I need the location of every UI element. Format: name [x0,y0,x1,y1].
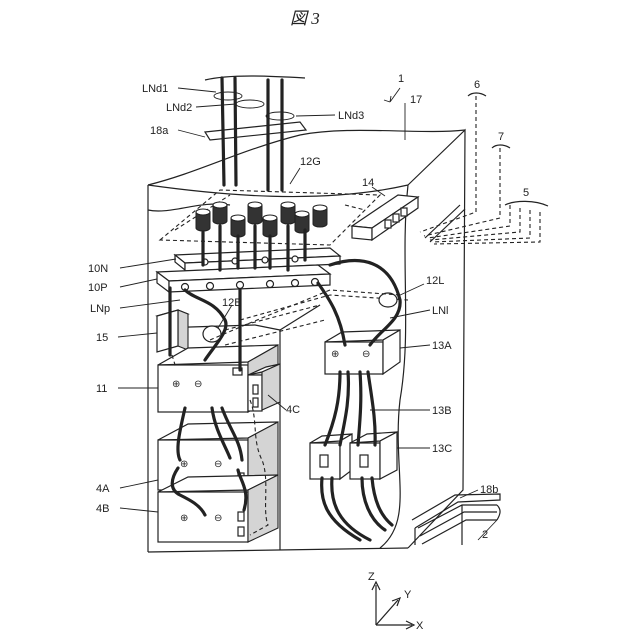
label-14: 14 [362,177,374,189]
label-4c: 4C [286,404,300,416]
label-12b: 12B [222,297,242,309]
label-lnd3: LNd3 [338,110,364,122]
label-10n: 10N [88,263,108,275]
label-2: 2 [482,529,488,541]
label-5: 5 [523,187,529,199]
capacitor [313,205,327,227]
capacitor [213,202,227,224]
capacitors [196,202,327,237]
busbars [157,248,340,292]
capacitor [295,211,309,233]
breaker-14 [352,195,418,240]
label-1: 1 [398,73,404,85]
label-lnl: LNl [432,305,449,317]
axis-x-label: X [416,620,424,632]
label-17: 17 [410,94,422,106]
label-lnd1: LNd1 [142,83,168,95]
figure-title: 図 3 [290,9,320,28]
label-lnd2: LNd2 [166,102,192,114]
minus-terminal-13a: ⊖ [362,349,370,360]
axes-indicator: Z Y X [368,571,424,632]
label-6: 6 [474,79,480,91]
label-18a: 18a [150,125,169,137]
minus-terminal-11: ⊖ [194,379,202,390]
label-10p: 10P [88,282,108,294]
label-13a: 13A [432,340,452,352]
axis-y-label: Y [404,589,412,601]
capacitor [263,215,277,237]
minus-terminal-4b: ⊖ [214,513,222,524]
unit-13b [310,434,352,479]
external-lines-5-6-7 [420,93,548,244]
battery-4b: ⊕ ⊖ [158,475,278,542]
capacitor [196,209,210,231]
minus-terminal-4a: ⊖ [214,459,222,470]
axis-z-label: Z [368,571,375,583]
label-12g: 12G [300,156,321,168]
label-15: 15 [96,332,108,344]
label-13c: 13C [432,443,452,455]
plus-terminal-4b: ⊕ [180,513,188,524]
label-7: 7 [498,131,504,143]
unit-15 [157,310,188,352]
incoming-lines-lnd [205,76,305,190]
capacitor [231,215,245,237]
label-11: 11 [96,383,107,395]
label-lnp: LNp [90,303,110,315]
plus-terminal-13a: ⊕ [331,349,339,360]
label-4b: 4B [96,503,109,515]
plus-terminal-11: ⊕ [172,379,180,390]
unit-13a: ⊕ ⊖ [325,330,400,374]
label-4a: 4A [96,483,110,495]
label-18b: 18b [480,484,498,496]
capacitor [248,202,262,224]
label-12l: 12L [426,275,444,287]
label-13b: 13B [432,405,452,417]
capacitor [281,202,295,224]
